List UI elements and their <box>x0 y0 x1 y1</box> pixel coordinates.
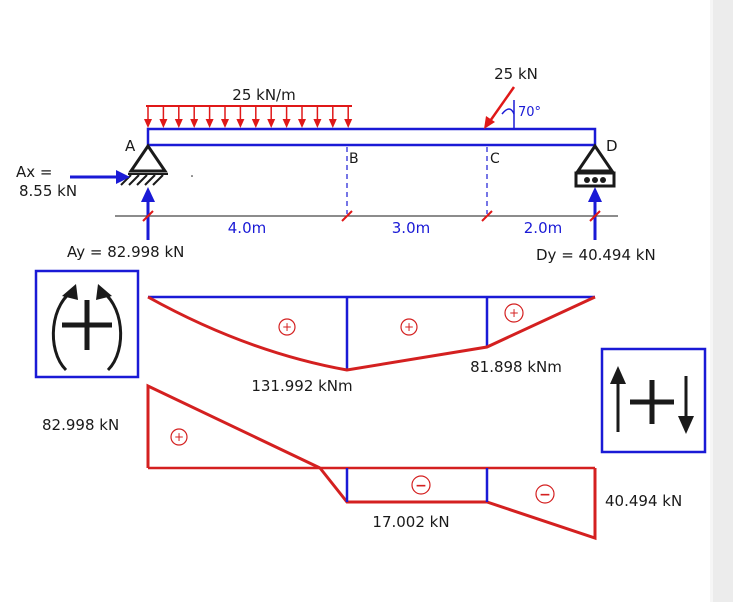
shear-mid-label: 17.002 kN <box>372 513 449 531</box>
svg-text:−: − <box>415 478 427 494</box>
udl-arrow-head <box>282 119 291 128</box>
shear-right-label: 40.494 kN <box>605 492 682 510</box>
point-d-label: D <box>606 137 618 155</box>
shear-force-diagram: + − − 82.998 kN 17.002 kN 40.494 kN <box>42 383 682 541</box>
udl-arrow-head <box>174 119 183 128</box>
reaction-ax-arrow <box>70 170 130 184</box>
svg-text:+: + <box>509 306 519 320</box>
roller-triangle <box>575 143 615 173</box>
shear-sign-convention-icon <box>600 347 707 454</box>
udl-label: 25 kN/m <box>232 86 295 104</box>
moment-positive-sign: + <box>504 303 524 323</box>
right-edge-strip <box>712 0 733 602</box>
udl-arrows <box>144 106 353 128</box>
span-cd-label: 2.0m <box>524 219 562 237</box>
shear-negative-sign: − <box>411 475 431 495</box>
pin-triangle <box>128 143 168 173</box>
pin-hatch <box>120 174 164 186</box>
reaction-dy-label: Dy = 40.494 kN <box>536 246 656 264</box>
shear-negative-sign: − <box>535 484 555 504</box>
reaction-ax-label-line1: Ax = <box>16 163 52 181</box>
bending-moment-diagram: + + + 131.992 kNm 81.898 kNm <box>147 295 596 395</box>
udl-arrow-head <box>159 119 168 128</box>
udl-arrow-head <box>344 119 353 128</box>
reaction-ax-label-line2: 8.55 kN <box>19 182 77 200</box>
point-a-label: A <box>125 137 136 155</box>
roller-support-d <box>574 143 616 188</box>
point-load-arrow-head <box>484 116 495 129</box>
svg-text:+: + <box>174 430 184 444</box>
udl-arrow-head <box>251 119 260 128</box>
stray-dot <box>191 175 193 177</box>
distributed-load: 25 kN/m <box>144 86 353 128</box>
udl-arrow-head <box>313 119 322 128</box>
udl-arrow-head <box>144 119 152 128</box>
right-edge-strip-light <box>710 0 713 602</box>
moment-positive-sign: + <box>400 318 418 336</box>
shear-positive-sign: + <box>170 428 188 446</box>
dimension-line <box>115 210 618 222</box>
shear-left-label: 82.998 kN <box>42 416 119 434</box>
moment-sign-convention-icon <box>34 269 140 379</box>
shear-positive-region <box>146 383 321 470</box>
point-load-arrow-line <box>486 86 516 125</box>
moment-curve <box>147 295 596 372</box>
udl-arrow-head <box>221 119 229 128</box>
svg-text:−: − <box>539 487 551 503</box>
point-load-label: 25 kN <box>494 65 538 83</box>
udl-arrow-head <box>190 119 199 128</box>
udl-arrow-head <box>236 119 245 128</box>
udl-arrow-head <box>205 119 214 128</box>
reaction-ay-arrow <box>141 187 155 240</box>
angle-arc <box>501 108 515 115</box>
beam <box>146 127 597 147</box>
point-c-label: C <box>490 151 500 167</box>
angle-label: 70° <box>518 105 541 120</box>
svg-text:+: + <box>404 320 414 334</box>
roller-wheel <box>592 177 598 183</box>
pin-support-a <box>120 143 168 186</box>
udl-arrow-head <box>298 119 306 128</box>
svg-text:+: + <box>282 320 292 334</box>
span-bc-label: 3.0m <box>392 219 430 237</box>
shear-negative-region <box>318 467 597 541</box>
udl-arrow-head <box>267 119 276 128</box>
reaction-dy-arrow <box>588 187 602 240</box>
moment-c-label: 81.898 kNm <box>470 358 562 376</box>
reaction-ay-label: Ay = 82.998 kN <box>67 243 184 261</box>
point-b-label: B <box>349 151 359 167</box>
roller-wheel <box>600 177 606 183</box>
moment-max-label: 131.992 kNm <box>251 377 352 395</box>
udl-arrow-head <box>328 119 337 128</box>
moment-positive-sign: + <box>278 318 296 336</box>
span-ab-label: 4.0m <box>228 219 266 237</box>
roller-wheel <box>584 177 590 183</box>
point-load: 25 kN 70° <box>484 65 541 129</box>
